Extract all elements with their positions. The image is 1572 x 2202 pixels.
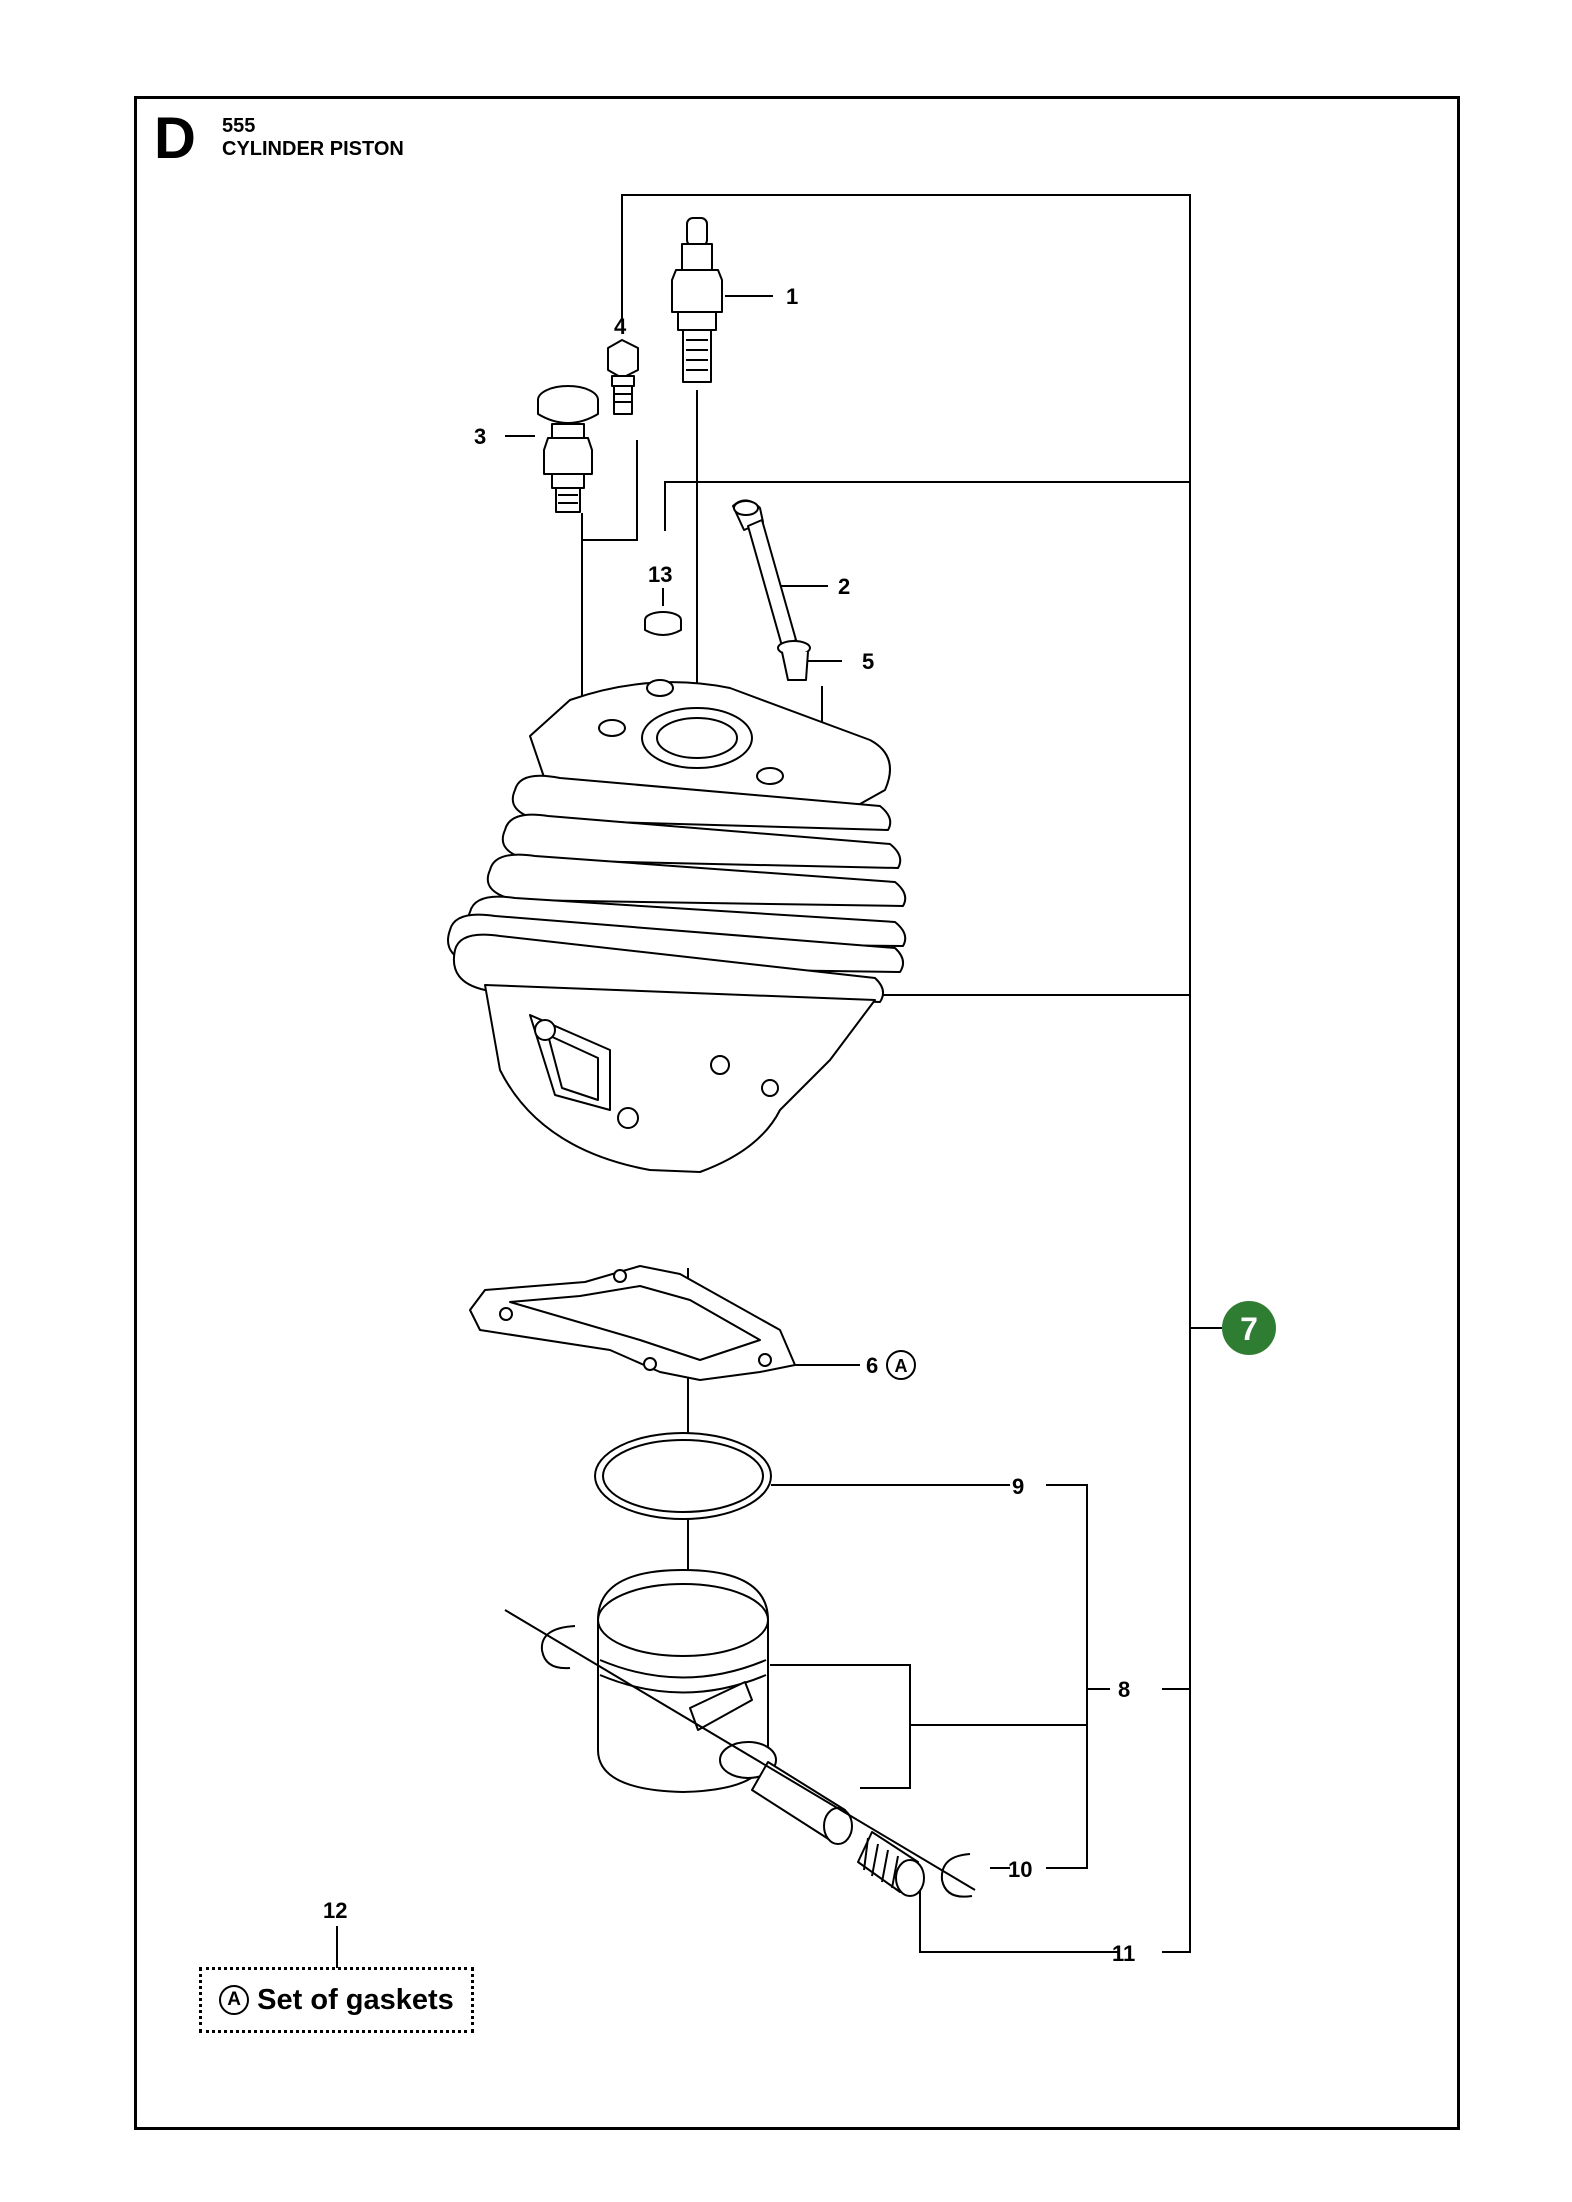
circlip-right-part — [940, 1853, 973, 1898]
callout-4: 4 — [614, 314, 627, 339]
section-letter: D — [154, 106, 196, 171]
page-frame — [134, 96, 1460, 2130]
section-model: 555 — [222, 115, 256, 137]
spark-plug-part — [671, 217, 723, 383]
callout-6: 6 — [866, 1353, 878, 1378]
plug-screw-part — [607, 339, 639, 415]
gasket-set-marker-letter: A — [895, 1356, 908, 1376]
callout-9: 9 — [1012, 1474, 1024, 1499]
wrist-pin-part — [751, 1761, 853, 1845]
piston-part — [597, 1569, 777, 1793]
callout-13: 13 — [648, 562, 672, 587]
cylinder-screw-part — [732, 499, 797, 647]
kit-badge-label: 7 — [1240, 1311, 1258, 1347]
needle-bearing-part — [857, 1831, 925, 1897]
callout-1: 1 — [786, 284, 798, 309]
sleeve-part — [777, 640, 811, 681]
callout-8: 8 — [1118, 1677, 1130, 1702]
bracket-8 — [1046, 1484, 1088, 1869]
piston-ring-part — [594, 1432, 772, 1520]
callout-2: 2 — [838, 574, 850, 599]
callout-3: 3 — [474, 424, 486, 449]
callout-5: 5 — [862, 649, 874, 674]
plug-13-part — [644, 611, 682, 636]
leader-11 — [919, 1890, 1118, 1953]
circlip-left-part — [540, 1625, 576, 1670]
gasket-set-marker: A — [886, 1350, 916, 1380]
decompression-valve-part — [537, 385, 599, 513]
callout-10: 10 — [1008, 1857, 1032, 1882]
legend-marker: A — [219, 1985, 250, 2015]
callout-11: 11 — [1112, 1941, 1135, 1966]
leader-4-kit-top — [621, 194, 1191, 1953]
cylinder-part — [447, 679, 907, 1173]
callout-12: 12 — [323, 1898, 347, 1923]
kit-badge: 7 — [1222, 1301, 1276, 1355]
axis-piston-pin — [504, 1609, 976, 1891]
section-title: CYLINDER PISTON — [222, 138, 404, 160]
cylinder-gasket-part — [469, 1265, 796, 1381]
legend-box: A Set of gaskets — [199, 1967, 474, 2033]
legend-text: Set of gaskets — [257, 1983, 454, 2016]
leader-kit-mid — [664, 481, 1190, 531]
leader-piston — [770, 1664, 911, 1789]
